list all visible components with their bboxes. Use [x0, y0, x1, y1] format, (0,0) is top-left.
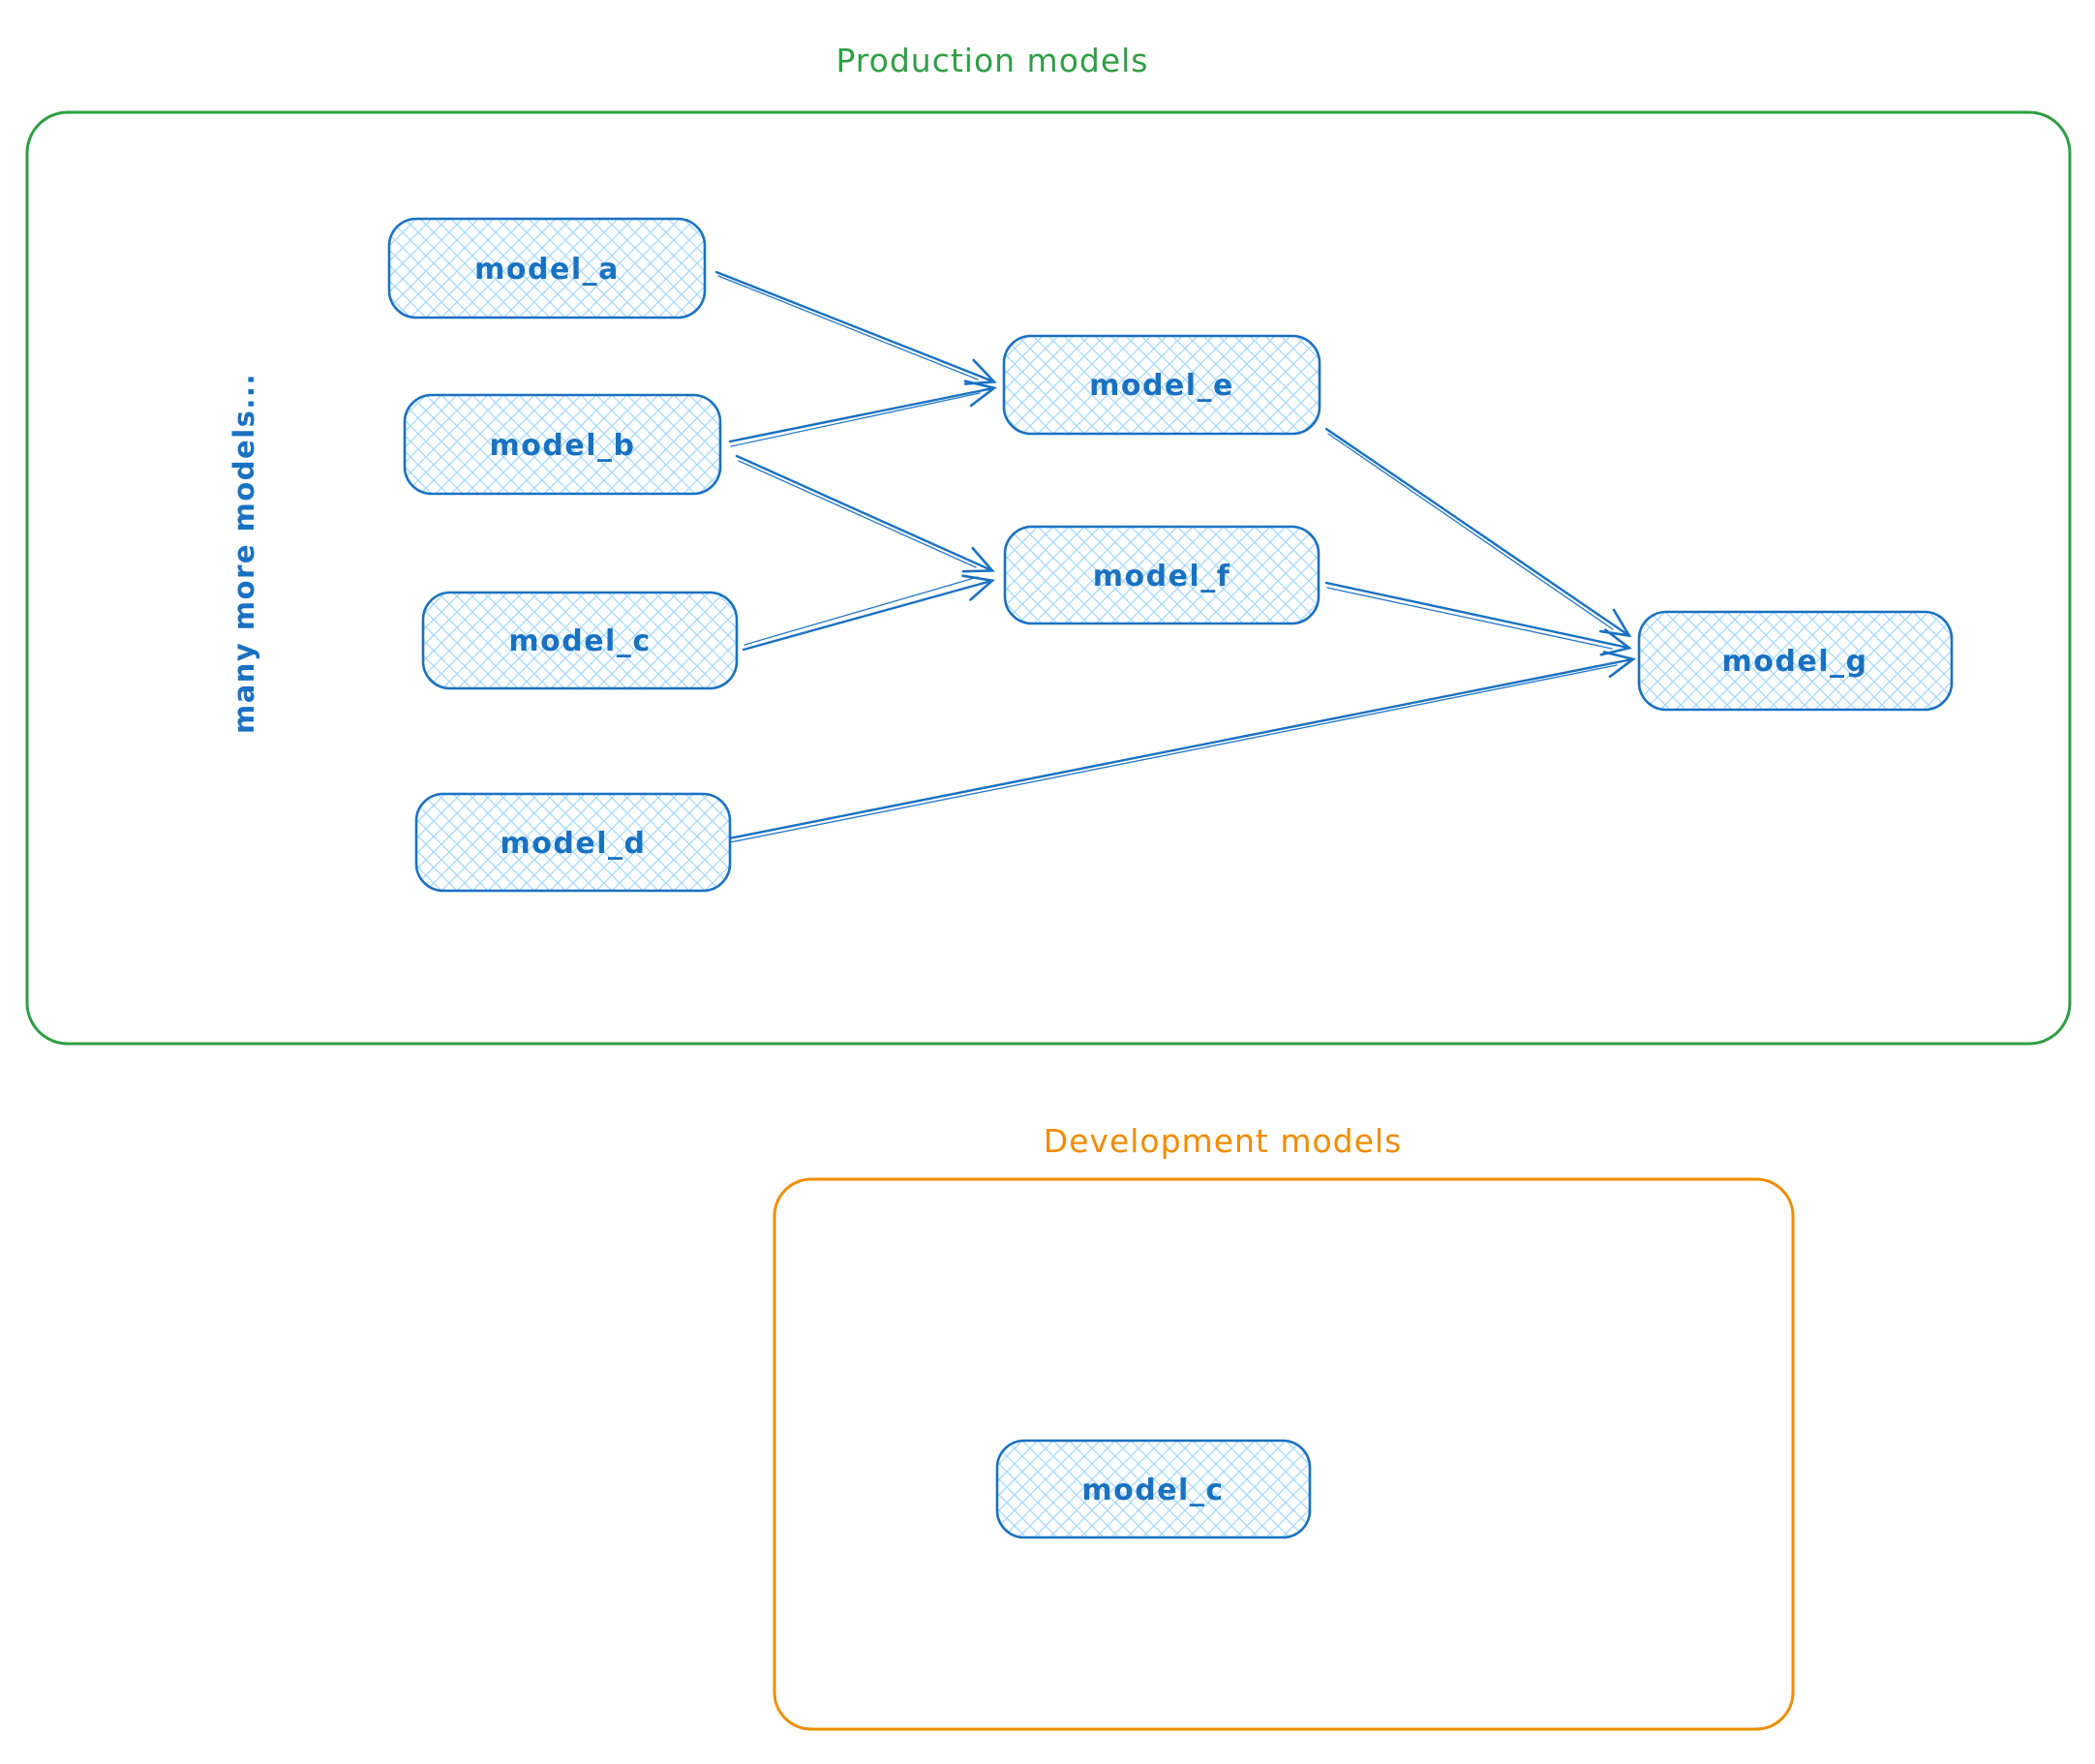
node-model-c-label: model_c	[508, 624, 651, 658]
node-model-f-label: model_f	[1093, 560, 1231, 593]
development-section-frame	[773, 1177, 1795, 1731]
arrow-model-f-to-model-g	[1324, 581, 1632, 656]
node-model-b: model_b	[403, 393, 722, 496]
node-model-a: model_a	[387, 217, 707, 319]
node-model-a-label: model_a	[474, 253, 620, 287]
node-model-g: model_g	[1637, 610, 1954, 712]
node-dev-model-c-label: model_c	[1081, 1474, 1224, 1507]
arrow-model-c-to-model-f	[742, 574, 995, 652]
node-dev-model-c: model_c	[995, 1439, 1312, 1539]
arrow-model-e-to-model-g	[1324, 427, 1632, 638]
node-model-f: model_f	[1003, 525, 1321, 625]
node-model-d-label: model_d	[501, 827, 647, 861]
production-section-frame	[25, 110, 2072, 1046]
production-section-title: Production models	[835, 42, 1148, 79]
development-section-title: Development models	[1044, 1122, 1403, 1160]
node-model-e-label: model_e	[1089, 369, 1234, 403]
node-model-g-label: model_g	[1722, 645, 1868, 679]
many-more-models-note: many more models...	[228, 373, 260, 734]
node-model-b-label: model_b	[490, 429, 636, 463]
node-model-e: model_e	[1002, 334, 1321, 436]
node-model-d: model_d	[414, 792, 732, 893]
arrow-model-a-to-model-e	[714, 270, 997, 385]
arrow-model-d-to-model-g	[727, 651, 1636, 843]
arrow-model-b-to-model-e	[728, 380, 997, 447]
arrow-model-b-to-model-f	[735, 454, 995, 573]
node-model-c: model_c	[421, 591, 739, 690]
